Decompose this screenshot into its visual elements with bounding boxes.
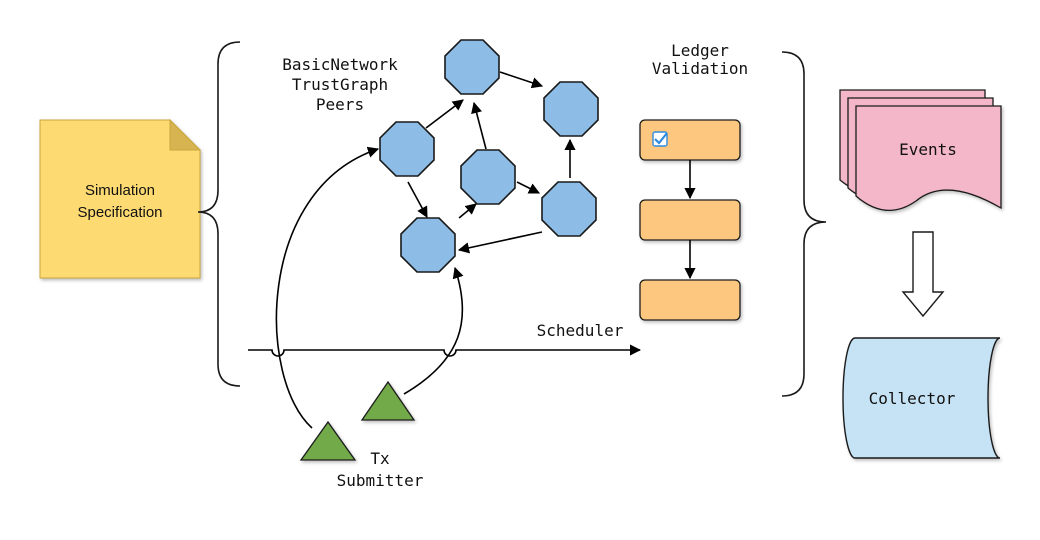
spec-line-1: Simulation xyxy=(85,182,155,199)
database-icon: Collector xyxy=(842,337,1001,459)
submitter-label-line-1: Tx xyxy=(370,449,390,468)
peer-node xyxy=(460,149,516,205)
ledger-label: Ledger Validation xyxy=(652,41,748,78)
edge-p1-p2 xyxy=(499,71,544,89)
peer-edges xyxy=(407,71,576,254)
peer-node xyxy=(444,39,500,95)
stacked-documents-icon: Events xyxy=(839,89,1002,212)
submission-curve xyxy=(275,146,380,429)
right-brace xyxy=(781,51,827,397)
spec-line-2: Specification xyxy=(77,204,162,221)
ledger-block xyxy=(639,279,741,321)
events-label: Events xyxy=(899,140,957,159)
submitter-label-line-2: Submitter xyxy=(337,471,424,490)
tx-submitters: Tx Submitter xyxy=(299,380,424,490)
ledger-block xyxy=(639,199,741,241)
submitter-triangle xyxy=(360,380,416,421)
ledger-label-line-2: Validation xyxy=(652,59,748,78)
network-label-line-3: Peers xyxy=(316,95,364,114)
submitter-triangle xyxy=(299,420,357,461)
document-icon xyxy=(39,119,201,279)
edge-p4-p5 xyxy=(516,181,541,194)
peer-node xyxy=(543,81,599,137)
peer-node xyxy=(400,217,456,273)
edge-p5-p6 xyxy=(457,231,543,254)
scheduler-timeline: Scheduler xyxy=(248,321,642,357)
edge-p3-p1 xyxy=(425,99,464,129)
left-brace xyxy=(197,41,241,387)
simulation-specification-note: Simulation Specification xyxy=(39,118,202,279)
submission-curve xyxy=(403,266,464,395)
scheduler-arrow xyxy=(248,344,642,357)
network-label-line-2: TrustGraph xyxy=(292,75,388,94)
edge-p6-p4 xyxy=(458,203,477,219)
network-label: BasicNetwork TrustGraph Peers xyxy=(282,55,398,114)
edge-p3-p6 xyxy=(407,181,428,218)
network-label-line-1: BasicNetwork xyxy=(282,55,398,74)
peer-node xyxy=(541,181,597,237)
ledger-chain xyxy=(639,119,741,321)
peer-node xyxy=(379,121,435,177)
ledger-label-line-1: Ledger xyxy=(671,41,729,60)
collector-label: Collector xyxy=(869,389,956,408)
down-arrow-icon xyxy=(901,231,945,318)
scheduler-label: Scheduler xyxy=(537,321,624,340)
checkbox-icon xyxy=(652,131,668,147)
peer-nodes xyxy=(379,39,599,273)
edge-p4-p1 xyxy=(471,101,487,150)
